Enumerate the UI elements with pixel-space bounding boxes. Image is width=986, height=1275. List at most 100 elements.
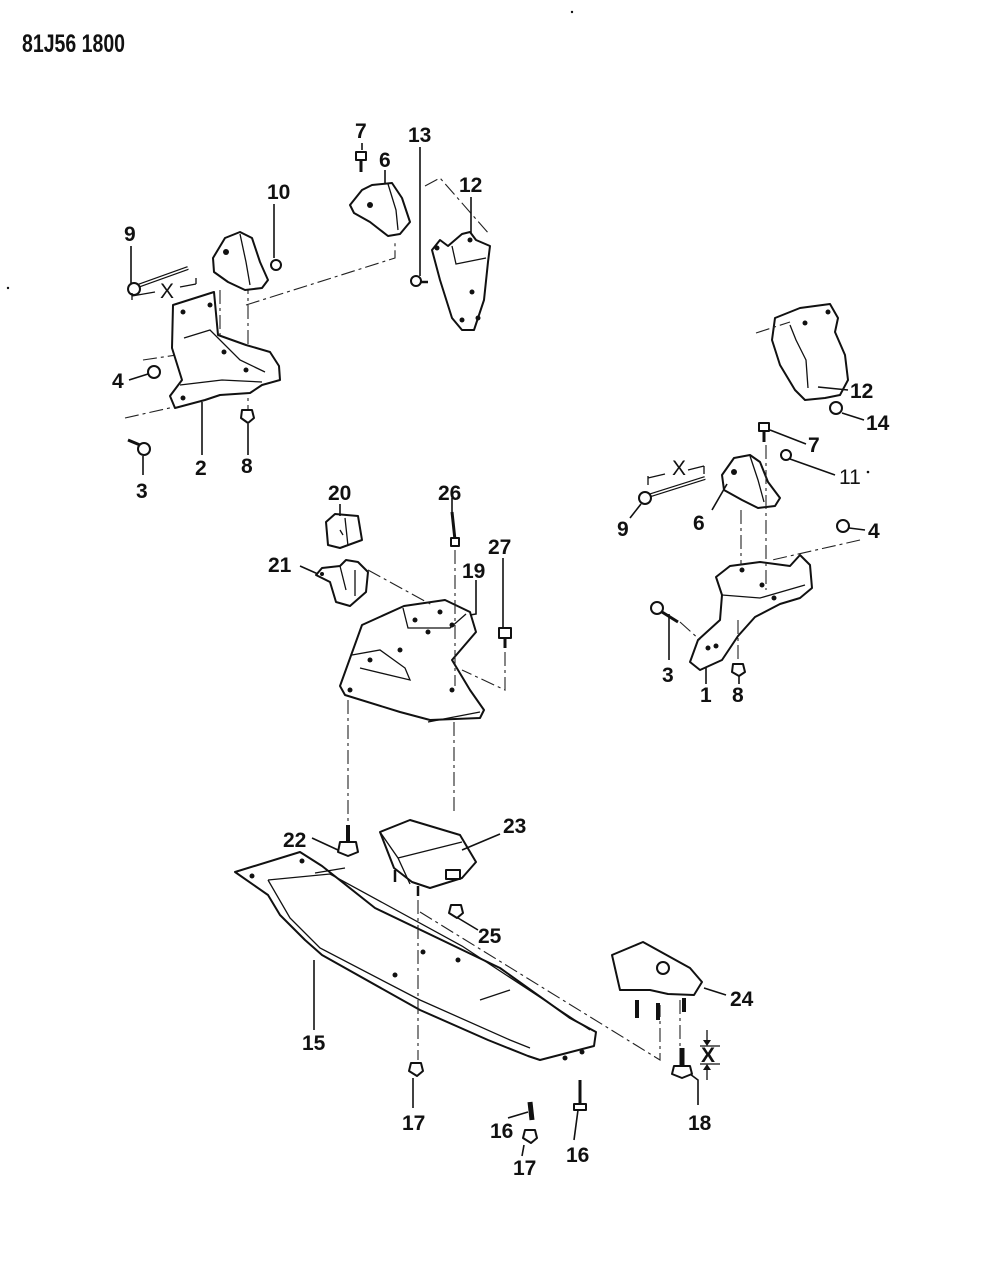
bolt-21	[337, 825, 359, 857]
bolt-16	[573, 1080, 587, 1111]
dimension-label-x: X	[160, 280, 174, 303]
bolt-3-left	[127, 438, 151, 456]
leader-10	[817, 386, 849, 391]
bolt-6-right	[758, 422, 770, 442]
leader-25	[457, 917, 479, 931]
right-engine-mount-insulator	[721, 454, 781, 509]
callout-27: 27	[488, 536, 511, 559]
nut-7-left	[240, 409, 255, 424]
callout-14: 16	[490, 1120, 513, 1143]
callout-21: 22	[283, 829, 306, 852]
crossmember	[234, 851, 597, 1061]
through-bolt-right	[638, 476, 706, 505]
leader-14	[507, 1111, 529, 1119]
callout-3-right: 3	[662, 664, 674, 687]
callout-4-left: 4	[112, 370, 124, 393]
transmission-mount-insulator-22	[379, 819, 477, 896]
callout-9-left: 10	[267, 181, 290, 204]
callout-6-upper: 7	[355, 120, 367, 143]
dimension-line	[131, 278, 197, 300]
alignment-line	[424, 177, 491, 236]
stud-26	[450, 511, 460, 547]
nut-15	[408, 1062, 424, 1077]
leader-21	[311, 837, 339, 851]
callout-19: 20	[328, 482, 351, 505]
callout-7-left: 8	[241, 455, 253, 478]
leader-23	[703, 987, 727, 996]
nut-17	[522, 1129, 538, 1144]
callout-1: 1	[700, 684, 712, 707]
transmission-mount-insulator-23	[611, 941, 703, 1020]
callout-7-right: 8	[732, 684, 744, 707]
leader-8-right	[629, 503, 642, 519]
bolt-12-upper	[410, 275, 428, 287]
bolt-24	[671, 1048, 693, 1079]
damper-bracket	[315, 559, 369, 607]
left-engine-mount-insulator	[212, 231, 269, 291]
callout-2: 2	[195, 457, 207, 480]
callout-11: 12	[459, 174, 482, 197]
bolt-27	[498, 627, 512, 648]
callout-4-right: 4	[868, 520, 880, 543]
callout-10: 12	[850, 380, 873, 403]
nut-4-left	[147, 365, 161, 379]
nut-25	[448, 904, 464, 919]
callout-24: 18	[688, 1112, 712, 1135]
alignment-line	[771, 539, 861, 561]
callout-13: 15	[302, 1032, 326, 1055]
callout-12-upper: 13	[408, 124, 431, 147]
callout-16: 16	[566, 1144, 589, 1167]
callout-6-right: 7	[808, 434, 820, 457]
diagram-id-title: 81J56 1800	[22, 30, 126, 58]
alignment-line	[367, 569, 433, 606]
callout-3-left: 3	[136, 480, 148, 503]
leader-6-right	[769, 429, 807, 445]
dimension-line	[647, 465, 705, 485]
dimension-label-x: X	[672, 457, 686, 480]
speck	[6, 286, 10, 290]
left-engine-mount-bracket	[169, 291, 281, 409]
callout-15: 17	[402, 1112, 425, 1135]
right-engine-bracket	[771, 303, 849, 401]
bolt-12-right	[829, 401, 843, 415]
callout-18: 19	[462, 560, 485, 583]
alignment-line	[679, 621, 701, 641]
right-engine-mount-bracket	[689, 554, 813, 671]
callout-25: 25	[478, 925, 502, 948]
dimension-arrows	[703, 1040, 711, 1070]
callout-22: 23	[503, 815, 526, 838]
callout-9-right: 11	[839, 466, 861, 489]
callout-8-left: 9	[124, 223, 136, 246]
bolt-3-right	[650, 601, 679, 624]
leader-18	[469, 580, 477, 616]
bolt-6-upper	[355, 151, 367, 172]
speck	[570, 10, 574, 14]
callout-5-upper: 6	[379, 149, 391, 172]
alignment-line	[755, 321, 791, 334]
leader-17	[521, 1144, 525, 1157]
transmission-support-plate	[339, 599, 485, 723]
callout-17-main-visible: 17	[513, 1157, 536, 1180]
dimension-label-x: X	[701, 1044, 715, 1067]
callout-23: 24	[730, 988, 754, 1011]
alignment-line	[461, 652, 506, 691]
leader-4-left	[128, 373, 149, 381]
callout-12-right: 14	[866, 412, 890, 435]
leader-5-right	[711, 483, 728, 511]
through-bolt-left	[127, 266, 189, 296]
left-engine-bracket	[431, 231, 491, 331]
nut-7-right	[731, 663, 746, 677]
callout-5-right: 6	[693, 512, 705, 535]
leader-16	[573, 1109, 579, 1141]
alignment-line	[419, 911, 661, 1061]
leader-12-right	[841, 412, 865, 421]
dimension-line	[700, 1030, 720, 1080]
callout-8-right: 9	[617, 518, 629, 541]
nut-4-right	[836, 519, 850, 533]
stud-14	[527, 1101, 535, 1121]
nut-9-right	[780, 449, 792, 461]
callout-20: 21	[268, 554, 292, 577]
leader-4-right	[848, 527, 866, 531]
damper-block	[325, 513, 363, 549]
